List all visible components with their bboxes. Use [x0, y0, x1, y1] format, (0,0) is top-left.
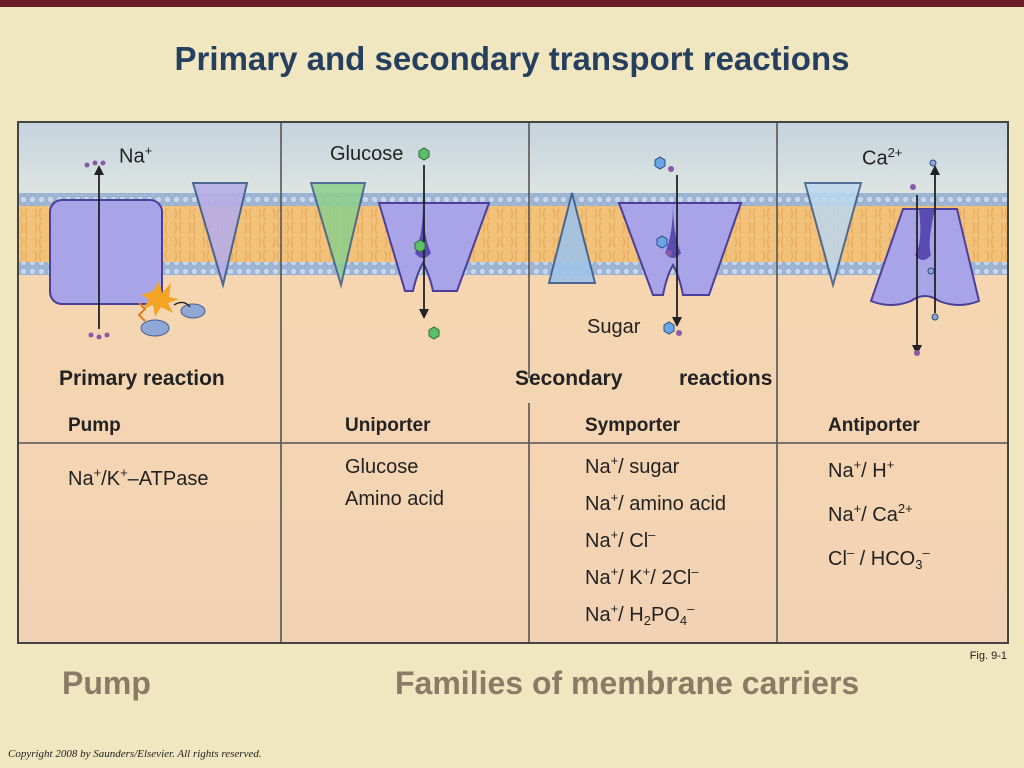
top-border-bar — [0, 0, 1024, 7]
membrane-inner-heads — [19, 262, 1007, 275]
carrier-list-item: Na+/ amino acid — [585, 490, 727, 515]
uncoupled-funnel — [191, 182, 249, 289]
carrier-list-item: Na+/ K+/ 2Cl– — [585, 564, 699, 589]
calcium-ion-label: Ca2+ — [862, 145, 903, 170]
carrier-list-item: Na+/K+–ATPase — [68, 465, 209, 490]
reactions-label: reactions — [679, 367, 773, 390]
carrier-list-item: Amino acid — [345, 488, 444, 510]
column-header-uniporter: Uniporter — [345, 415, 431, 436]
transport-diagram-panel: Na+ Glucose Ca2+ Sugar Primary reaction … — [17, 121, 1009, 644]
carrier-list-item: Na+/ sugar — [585, 453, 680, 478]
slide-title: Primary and secondary transport reaction… — [174, 40, 850, 77]
carrier-list-item: Na+/ Ca2+ — [828, 501, 913, 526]
secondary-label: Secondary — [515, 367, 623, 390]
column-header-pump: Pump — [68, 415, 121, 436]
carrier-list-item: Cl– / HCO3– — [828, 545, 930, 572]
membrane-lipid-core — [19, 206, 1007, 262]
symporter-carrier — [617, 202, 743, 296]
carrier-families-caption: Families of membrane carriers — [395, 665, 860, 701]
glucose-label: Glucose — [330, 143, 404, 165]
carrier-list-item: Na+/ Cl– — [585, 527, 656, 552]
na-ion-label: Na+ — [119, 143, 153, 168]
carrier-list-item: Na+/ H2PO4– — [585, 601, 695, 628]
column-header-antiporter: Antiporter — [828, 415, 920, 436]
pump-caption: Pump — [62, 665, 151, 701]
figure-number: Fig. 9-1 — [969, 650, 1007, 662]
primary-reaction-label: Primary reaction — [59, 367, 225, 390]
sugar-label: Sugar — [587, 316, 641, 338]
membrane-outer-heads — [19, 193, 1007, 206]
uniporter-carrier — [377, 202, 491, 292]
carrier-list-item: Glucose — [345, 456, 419, 478]
pump-carrier — [49, 199, 163, 305]
column-header-symporter: Symporter — [585, 415, 681, 436]
diagram-svg — [19, 123, 1007, 642]
carrier-list-item: Na+/ H+ — [828, 457, 895, 482]
copyright-notice: Copyright 2008 by Saunders/Elsevier. All… — [8, 748, 262, 760]
